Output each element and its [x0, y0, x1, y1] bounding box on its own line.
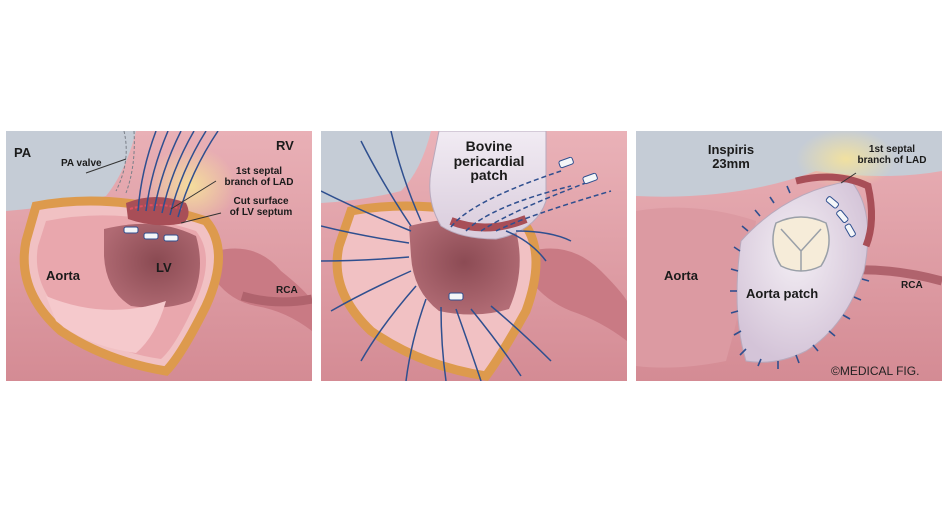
- pledgets: [825, 196, 856, 238]
- label-septal-branch: 1st septal branch of LAD: [857, 144, 927, 166]
- pledgets: [123, 226, 179, 242]
- label-bovine-patch: Bovine pericardial patch: [453, 138, 525, 184]
- sutures: [137, 131, 219, 218]
- label-rca: RCA: [901, 280, 923, 291]
- panel-exposure-illustration: [6, 131, 312, 381]
- panel-exposure: PA RV PA valve 1st septal branch of LAD …: [6, 131, 312, 381]
- pa-region: [6, 131, 136, 211]
- label-rca: RCA: [276, 285, 298, 296]
- label-septal-branch: 1st septal branch of LAD: [224, 166, 294, 188]
- label-cut-surface: Cut surface of LV septum: [229, 196, 293, 218]
- inspiris-valve: [772, 216, 830, 272]
- rca-vessel: [240, 291, 312, 307]
- label-aorta: Aorta: [664, 268, 698, 283]
- credit-text: ©MEDICAL FIG.: [831, 364, 920, 378]
- sutures: [321, 131, 612, 381]
- panel-valve-implant-illustration: [636, 131, 942, 381]
- lv-cavity: [104, 223, 200, 308]
- label-inspiris: Inspiris 23mm: [707, 142, 755, 171]
- label-lv: LV: [156, 260, 172, 275]
- panel-valve-implant: Inspiris 23mm 1st septal branch of LAD A…: [636, 131, 942, 381]
- pledgets: [448, 156, 598, 301]
- label-rv: RV: [276, 138, 294, 153]
- label-pa-valve: PA valve: [61, 158, 102, 169]
- panel-patch-closure: Bovine pericardial patch: [321, 131, 627, 381]
- panel-patch-closure-illustration: [321, 131, 627, 381]
- label-aorta: Aorta: [46, 268, 80, 283]
- sutures: [730, 185, 870, 369]
- label-pa: PA: [14, 145, 32, 160]
- lv-cavity: [409, 219, 520, 315]
- rca-region: [216, 248, 312, 331]
- label-aorta-patch: Aorta patch: [746, 286, 819, 301]
